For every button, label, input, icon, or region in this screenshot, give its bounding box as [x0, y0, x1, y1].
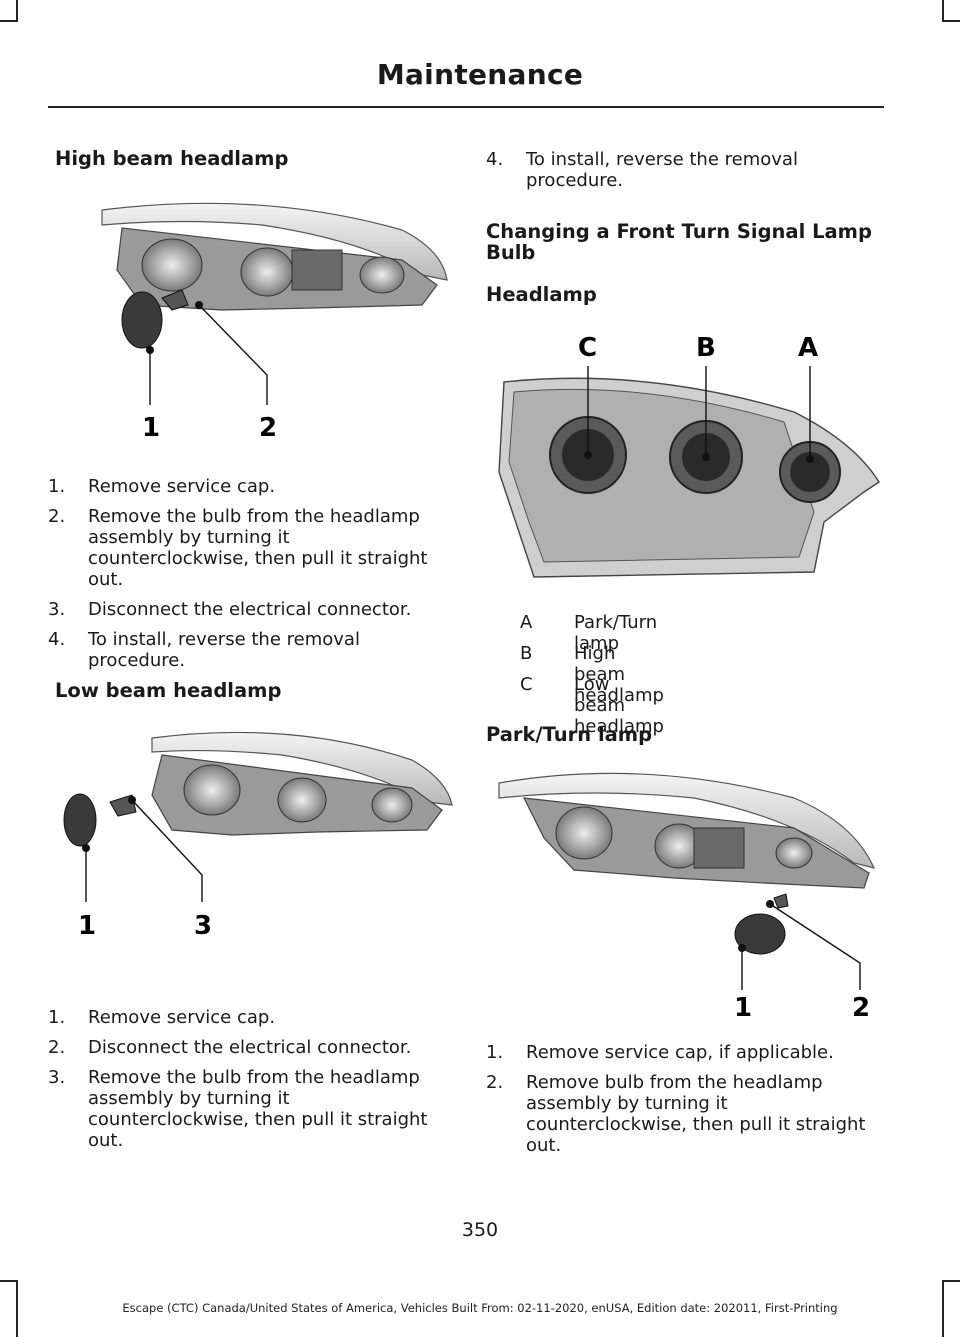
- callout-1: 1: [734, 993, 752, 1020]
- callout-2: 2: [259, 413, 277, 443]
- park-turn-steps: 1.Remove service cap, if applicable. 2.R…: [486, 1042, 886, 1165]
- low-beam-steps: 1.Remove service cap. 2.Disconnect the e…: [48, 1007, 448, 1160]
- section-heading: Changing a Front Turn Signal Lamp Bulb: [486, 220, 872, 264]
- list-item: 4.To install, reverse the removal proced…: [48, 629, 360, 671]
- callout-leader: [198, 304, 268, 405]
- headlamp-subheading: Headlamp: [486, 283, 597, 306]
- list-item: 2.Remove bulb from the headlamp assembly…: [486, 1072, 866, 1156]
- install-step: 4.To install, reverse the removal proced…: [486, 149, 886, 200]
- callout-1: 1: [78, 911, 96, 941]
- list-item: 4.To install, reverse the removal proced…: [486, 149, 798, 191]
- crop-mark: [942, 0, 944, 22]
- crop-mark: [0, 1280, 18, 1282]
- high-beam-heading: High beam headlamp: [55, 147, 289, 170]
- crop-mark: [942, 20, 960, 22]
- park-turn-heading: Park/Turn lamp: [486, 723, 653, 746]
- crop-mark: [0, 20, 18, 22]
- page-title: Maintenance: [376, 58, 584, 91]
- park-turn-illustration: 1 2: [498, 772, 876, 1020]
- callout-3: 3: [194, 911, 212, 941]
- list-item: 3.Remove the bulb from the headlamp asse…: [48, 1067, 428, 1151]
- headlamp-rear-illustration: C B A: [498, 333, 880, 578]
- callout-2: 2: [852, 993, 870, 1020]
- header-divider: [48, 106, 884, 108]
- list-item: 1.Remove service cap, if applicable.: [486, 1042, 834, 1063]
- list-item: 3.Disconnect the electrical connector.: [48, 599, 412, 620]
- page-number: 350: [461, 1219, 499, 1241]
- list-item: 1.Remove service cap.: [48, 1007, 276, 1028]
- crop-mark: [942, 1280, 944, 1337]
- list-item: 1.Remove service cap.: [48, 476, 276, 497]
- callout-b: B: [696, 333, 716, 363]
- footer-text: Escape (CTC) Canada/United States of Ame…: [122, 1301, 838, 1315]
- callout-1: 1: [142, 413, 160, 443]
- callout-a: A: [798, 333, 818, 363]
- high-beam-steps: 1.Remove service cap. 2.Remove the bulb …: [48, 476, 448, 680]
- list-item: 2.Disconnect the electrical connector.: [48, 1037, 412, 1058]
- high-beam-illustration: 1 2: [101, 202, 448, 443]
- callout-c: C: [578, 333, 597, 363]
- low-beam-heading: Low beam headlamp: [55, 679, 282, 702]
- callout-leader: [131, 799, 203, 902]
- low-beam-illustration: 1 3: [63, 731, 453, 941]
- callout-leader: [769, 903, 861, 990]
- crop-mark: [16, 0, 18, 22]
- list-item: 2.Remove the bulb from the headlamp asse…: [48, 506, 428, 590]
- crop-mark: [942, 1280, 960, 1282]
- crop-mark: [16, 1280, 18, 1337]
